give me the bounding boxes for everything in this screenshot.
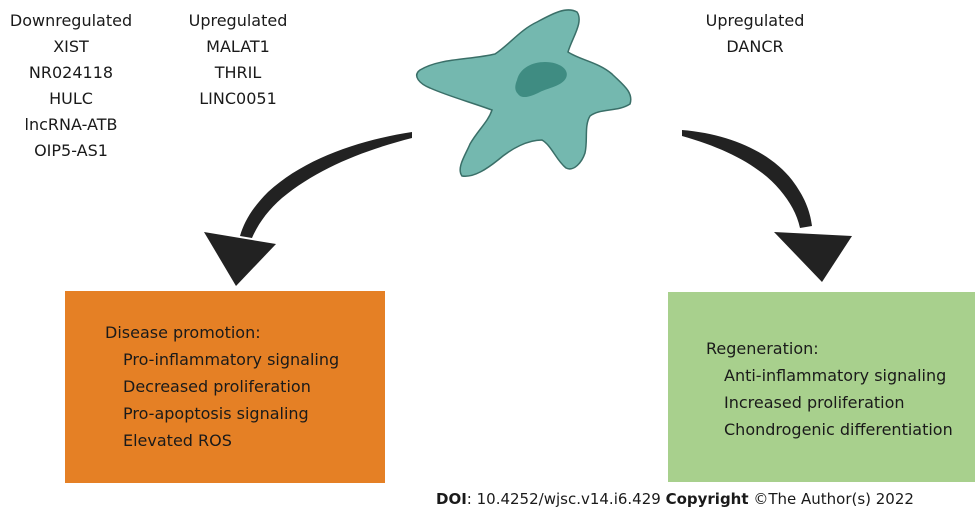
right-arrow-head [774,232,852,282]
right-arrow [682,130,852,282]
upregulated-left-group: Upregulated MALAT1 THRIL LINC0051 [168,8,308,112]
lncrna-item: DANCR [726,37,784,56]
upregulated-left-heading: Upregulated [188,11,288,30]
regeneration-box-title: Regeneration: [706,339,819,358]
downregulated-heading: Downregulated [9,11,133,30]
lncrna-item: XIST [53,37,89,56]
lncrna-item: NR024118 [28,63,114,82]
lncrna-item: OIP5-AS1 [34,141,108,160]
disease-box-item: Decreased proliferation [123,377,311,396]
disease-box-item: Pro-inflammatory signaling [123,350,340,369]
left-arrow [204,132,412,286]
citation-footer: DOI: 10.4252/wjsc.v14.i6.429 Copyright ©… [436,490,914,508]
cell-icon [416,9,632,177]
upregulated-right-group: Upregulated DANCR [685,8,825,60]
copyright-label: Copyright [665,490,749,508]
lncrna-item: HULC [49,89,93,108]
disease-promotion-box: Disease promotion: Pro-inflammatory sign… [65,291,385,483]
left-arrow-shaft [240,132,412,238]
lncrna-item: lncRNA-ATB [24,115,118,134]
lncrna-item: LINC0051 [199,89,277,108]
cell-nucleus [515,62,567,98]
right-arrow-shaft [682,130,812,228]
upregulated-right-heading: Upregulated [705,11,805,30]
disease-box-item: Elevated ROS [123,431,232,450]
doi-value: : 10.4252/wjsc.v14.i6.429 [466,490,666,508]
doi-label: DOI [436,490,467,508]
copyright-value: ©The Author(s) 2022 [748,490,914,508]
lncrna-item: THRIL [214,63,262,82]
regeneration-box-item: Anti-inflammatory signaling [724,366,947,385]
lncrna-item: MALAT1 [206,37,270,56]
downregulated-group: Downregulated XIST NR024118 HULC lncRNA-… [0,8,142,164]
regeneration-box-item: Increased proliferation [724,393,905,412]
left-arrow-head [204,232,276,286]
regeneration-box-item: Chondrogenic differentiation [724,420,953,439]
disease-box-item: Pro-apoptosis signaling [123,404,309,423]
regeneration-box: Regeneration: Anti-inflammatory signalin… [668,292,975,482]
disease-box-title: Disease promotion: [105,323,261,342]
